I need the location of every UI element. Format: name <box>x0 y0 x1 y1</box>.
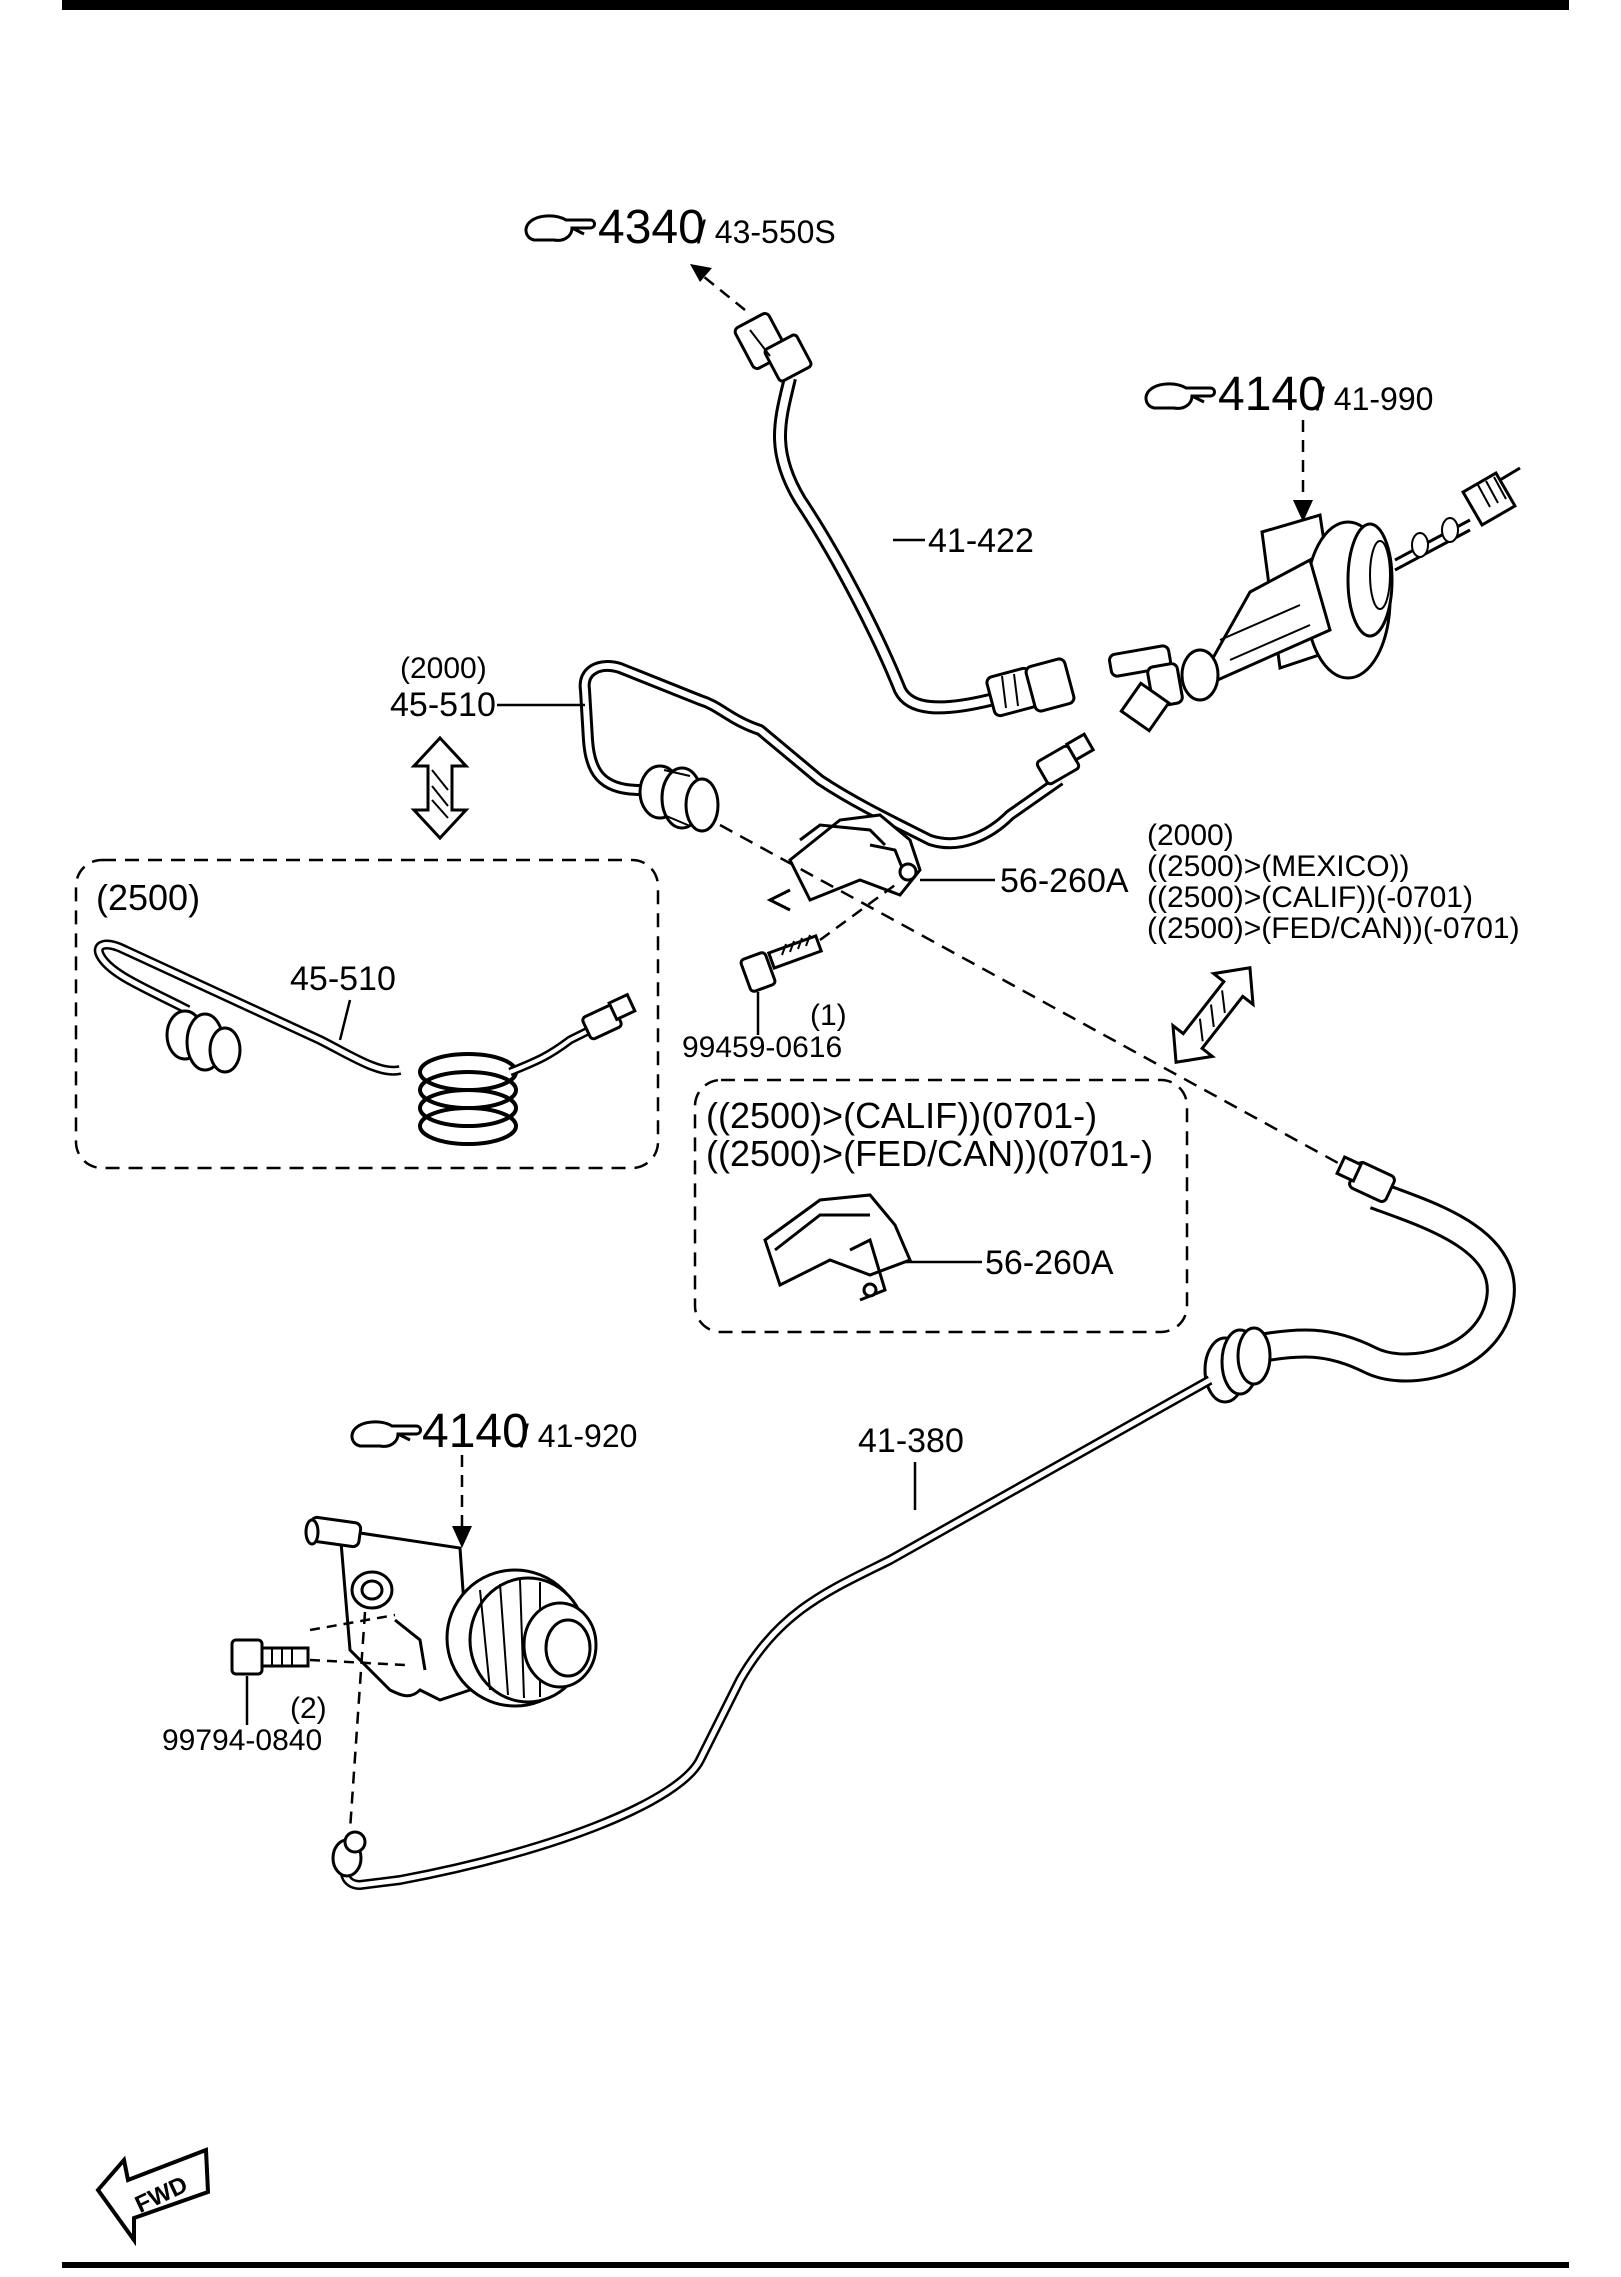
applicability-line: ((2500)>(MEXICO)) <box>1147 850 1410 883</box>
inset-2500-box: (2500) 45-510 <box>74 858 660 1170</box>
applicability-line: ((2500)>(CALIF))(-0701) <box>1147 881 1473 914</box>
applicability-line: (2000) <box>1147 819 1234 852</box>
ref-4340-group[interactable]: 4340 / 43-550S <box>524 201 836 254</box>
label-56-260A[interactable]: 56-260A <box>1000 862 1129 900</box>
ref-4140-top-number: 4140 <box>1218 368 1325 421</box>
ref-4140-bottom-number: 4140 <box>422 1405 529 1458</box>
double-arrow-diagonal-icon <box>1171 965 1255 1065</box>
label-bolt-qty-2: (2) <box>290 1692 327 1725</box>
ref-4140-top-page: / 41-990 <box>1316 381 1433 417</box>
clutch-release-cylinder[interactable] <box>304 1515 598 1708</box>
pointing-hand-icon <box>350 1420 422 1448</box>
label-45-510-inset[interactable]: 45-510 <box>290 960 396 998</box>
pipe-end-fitting-bottom <box>331 1830 367 1878</box>
sensor-connector-top <box>733 312 813 383</box>
label-41-422[interactable]: 41-422 <box>928 522 1034 560</box>
bolt-99794-0840[interactable] <box>230 1638 310 1676</box>
pointing-hand-icon <box>1144 382 1216 410</box>
applicability-list: (2000) ((2500)>(MEXICO)) ((2500)>(CALIF)… <box>1147 819 1520 945</box>
top-border <box>62 0 1569 10</box>
pipe-end-nut-left <box>638 764 720 833</box>
hose-end-fitting-top <box>1335 1155 1396 1203</box>
applicability-line: ((2500)>(FED/CAN))(-0701) <box>1147 912 1520 945</box>
part-45-510-coiled-pipe[interactable] <box>93 939 637 1146</box>
ref-4340-page: / 43-550S <box>697 214 836 250</box>
label-41-380[interactable]: 41-380 <box>858 1422 964 1460</box>
part-56-260A-bracket[interactable] <box>766 813 922 912</box>
dashed-arrow-to-4340 <box>690 264 746 311</box>
bottom-border <box>62 2262 1569 2268</box>
inset-bracket-title-line2: ((2500)>(FED/CAN))(0701-) <box>706 1133 1153 1174</box>
threaded-rod-end <box>1460 466 1521 528</box>
label-bolt-99794[interactable]: 99794-0840 <box>162 1724 322 1757</box>
dashed-line-bracket-to-fitting <box>719 823 1361 1177</box>
dashed-line-bolt-to-bracket <box>819 883 896 942</box>
label-45-510[interactable]: 45-510 <box>390 686 496 724</box>
bolt-99459-0616[interactable] <box>739 934 824 993</box>
label-56-260A-inset[interactable]: 56-260A <box>985 1244 1114 1282</box>
part-41-422-hose[interactable] <box>733 312 1076 718</box>
inset-bracket-box: ((2500)>(CALIF))(0701-) ((2500)>(FED/CAN… <box>693 1078 1189 1334</box>
pointing-hand-icon <box>524 214 596 242</box>
pipe-end-fitting-right <box>1035 732 1096 786</box>
clutch-master-cylinder[interactable] <box>1107 466 1521 733</box>
label-bolt-99459[interactable]: 99459-0616 <box>682 1031 842 1064</box>
part-41-380-pipe[interactable] <box>331 1155 1516 1891</box>
master-cylinder-nozzle <box>1107 644 1184 733</box>
dashed-lines-bolt-to-cylinder <box>309 1611 406 1831</box>
ref-4140-bottom-page: / 41-920 <box>520 1418 637 1454</box>
fwd-arrow-icon: FWD <box>95 2147 211 2247</box>
inset-bracket-title-line1: ((2500)>(CALIF))(0701-) <box>706 1095 1097 1136</box>
inset-2500-title: (2500) <box>96 877 200 918</box>
dashed-arrow-to-release-cylinder <box>452 1455 472 1548</box>
double-arrow-vertical-icon <box>410 735 470 841</box>
part-45-510-pipe[interactable] <box>578 660 1096 850</box>
leader-45-510-inset <box>338 999 352 1041</box>
hose-grommet <box>1203 1326 1272 1404</box>
sensor-connector-bottom <box>985 657 1076 718</box>
ref-4140-bottom-group[interactable]: 4140 / 41-920 <box>350 1405 637 1458</box>
dashed-arrow-to-master-cylinder <box>1293 420 1313 522</box>
ref-4140-top-group[interactable]: 4140 / 41-990 <box>1144 368 1433 421</box>
ref-4340-number: 4340 <box>598 201 705 254</box>
label-45-510-qualifier: (2000) <box>400 652 487 685</box>
label-bolt-qty-1: (1) <box>810 999 847 1032</box>
part-56-260A-bracket-inset[interactable] <box>763 1193 912 1302</box>
